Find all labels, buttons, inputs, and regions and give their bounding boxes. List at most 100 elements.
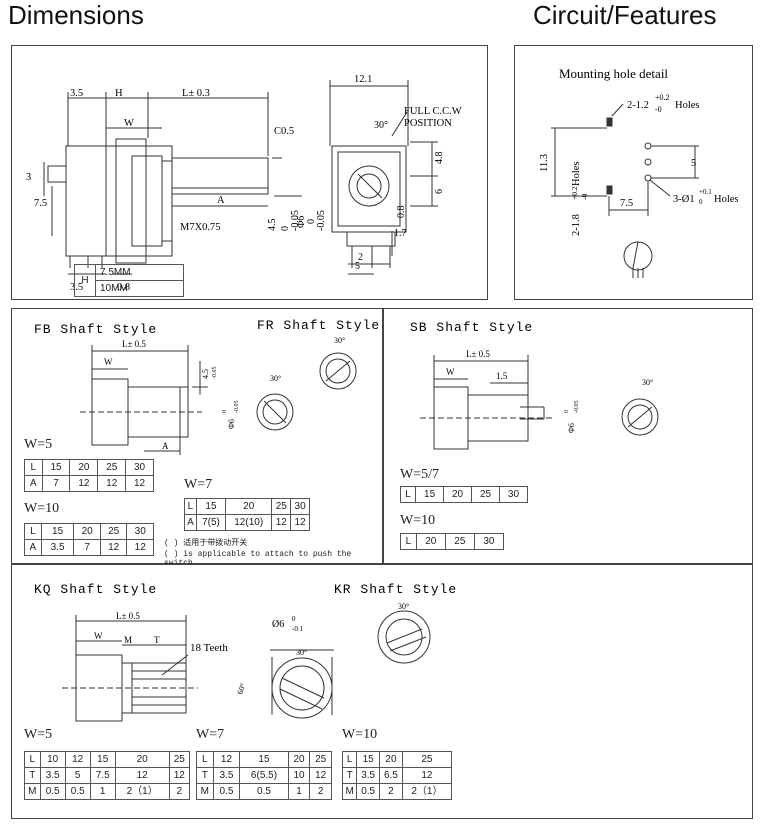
dim-4-8: 4.8 [434,152,445,165]
dim-3-5-top: 3.5 [70,88,83,99]
dim-phi6: Φ6 [296,216,307,228]
value-cell: 0.5 [212,783,241,800]
dim-4-5: 4.5 [267,219,278,232]
value-cell: 15 [195,498,227,515]
dim-7-5: 7.5 [34,198,47,209]
row-header-cell: M [24,783,41,800]
value-cell: 20 [443,486,473,503]
value-cell: 25 [271,498,292,515]
sb-w10-label: W=10 [400,513,436,528]
value-cell: 20 [225,498,273,515]
sb-dim-neg-0-05: -0.05 [574,401,580,414]
value-cell: 0.5 [39,783,66,800]
dim-0-8b: 0.8 [396,206,407,219]
value-cell: 3.5 [212,767,241,784]
kr-shaft-style-title: KR Shaft Style [334,582,457,597]
value-cell: 30 [473,533,505,550]
hole-spec-a: 2-1.2 [627,100,649,111]
h-size-table: H 7.5MM 10MM [74,264,184,297]
hole3-spec-a: 3-Ø1 [673,194,695,205]
fr-dim-30b: 30° [334,336,345,345]
vert-hole-spec-a: 2-1.8 [571,214,582,236]
kq-w7-label: W=7 [196,727,225,742]
kq-dim-m: M [124,635,132,645]
kq-dim-neg-0-1: -0.1 [292,625,304,633]
value-cell: 12 [290,514,310,531]
value-cell: 2 [309,783,332,800]
value-cell: 0.5 [239,783,289,800]
value-cell: 15 [41,459,71,476]
sb-shaft-drawing: SB Shaft Style L± 0.5 W 1.5 Φ6 0 -0.05 3… [410,320,659,450]
dim-11-3: 11.3 [539,154,550,172]
dim-30-degree: 30° [374,120,388,131]
hole-spec-plus: +0.2 [655,93,670,102]
circuit-features-heading: Circuit/Features [533,0,717,30]
value-cell: 6(5.5) [239,767,289,784]
value-cell: 2（1） [401,783,453,800]
dim-c0-5: C0.5 [274,126,294,137]
row-header-cell: L [341,751,358,768]
value-cell: 20 [73,523,101,540]
value-cell: 30 [290,498,310,515]
hole-spec-holes: Holes [675,100,700,111]
kq-dim-w: W [94,631,103,641]
value-cell: 20 [287,751,311,768]
value-cell: 0.5 [356,783,381,800]
value-cell: 25 [168,751,191,768]
value-cell: 7 [73,539,101,556]
value-cell: 12 [114,767,170,784]
value-cell: 2（1） [114,783,170,800]
row-header-cell: A [24,475,43,492]
value-cell: 10 [39,751,66,768]
value-cell: 2 [379,783,403,800]
value-cell: 3.5 [356,767,381,784]
sb-dim-0: 0 [564,410,570,413]
fb-w7-label: W=7 [184,477,213,492]
kq-dim-l: L± 0.5 [116,611,140,621]
row-header-cell: L [196,751,214,768]
fb-shaft-style-title: FB Shaft Style [34,322,157,337]
value-cell: 20 [379,751,403,768]
h-table-row: 7.5MM [95,264,184,281]
value-cell: 12 [97,475,127,492]
row-header-cell: L [184,498,197,515]
value-cell: 25 [99,523,128,540]
fb-dim-l: L± 0.5 [122,339,146,349]
fr-shaft-style-title: FR Shaft Style [257,318,380,333]
value-cell: 1 [89,783,116,800]
sb-dim-30: 30° [642,378,653,387]
vert-hole-spec-holes: Holes [571,162,582,187]
value-cell: 15 [40,523,75,540]
row-header-cell: L [24,459,43,476]
dim-7-5-mount: 7.5 [620,198,633,209]
main-dimension-drawing: 3.5 H L± 0.3 W C0.5 A M7X0.75 3 7.5 3.5 … [26,74,462,293]
dim-h: H [115,88,123,99]
value-cell: 25 [444,533,475,550]
row-header-cell: L [24,523,42,540]
h-table-row: 10MM [95,280,184,297]
kq-dim-30: 30° [296,648,307,657]
value-cell: 12 [309,767,332,784]
kq-dim-0: 0 [292,615,296,623]
dimensions-heading: Dimensions [8,0,144,30]
fb-note-english: ( ) is applicable to attach to push the … [164,550,352,568]
fb-fr-panel: FB Shaft Style FR Shaft Style L± 0.5 W 4… [11,308,383,568]
fb-dim-a: A [162,441,169,451]
sb-panel: SB Shaft Style L± 0.5 W 1.5 Φ6 0 -0.05 3… [383,308,753,564]
value-cell: 20 [114,751,170,768]
value-cell: 10 [287,767,311,784]
fb-w10-label: W=10 [24,501,60,516]
